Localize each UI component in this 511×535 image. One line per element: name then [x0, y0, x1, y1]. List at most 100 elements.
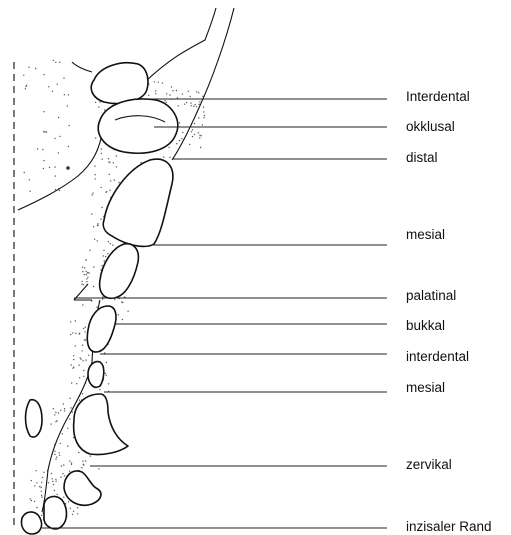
stipple-dot — [71, 382, 72, 383]
stipple-dot — [196, 91, 197, 92]
jaw-outer-contour-right — [172, 8, 234, 160]
stipple-dot — [75, 345, 76, 346]
stipple-dot — [59, 62, 60, 63]
stipple-dot — [70, 508, 71, 509]
stipple-dot — [41, 491, 42, 492]
stipple-dot — [42, 149, 43, 150]
stipple-dot — [82, 304, 83, 305]
stipple-dot — [82, 360, 83, 361]
stipple-dot — [41, 482, 42, 483]
stipple-dot — [54, 454, 55, 455]
stipple-dot — [108, 241, 109, 242]
stipple-dot — [54, 451, 55, 452]
stipple-dot — [86, 278, 87, 279]
stipple-dot — [54, 414, 55, 415]
stipple-dot — [188, 91, 189, 92]
stipple-dot — [105, 373, 106, 374]
stipple-dot — [86, 271, 87, 272]
stipple-dot — [89, 250, 90, 251]
stipple-dot — [171, 86, 172, 87]
stipple-dot — [82, 461, 83, 462]
canine-tooth — [87, 306, 116, 352]
label-palatinal: palatinal — [406, 288, 456, 303]
stipple-dot — [52, 481, 53, 482]
stipple-dot — [68, 501, 69, 502]
label-interdental-lower: interdental — [406, 349, 469, 364]
stipple-dot — [77, 507, 78, 508]
stipple-dot — [72, 368, 73, 369]
stipple-dot — [95, 137, 96, 138]
foramen-dot — [66, 166, 70, 170]
stipple-dot — [192, 129, 193, 130]
stipple-dot — [199, 137, 200, 138]
stipple-dot — [172, 90, 173, 91]
central-incisor-1 — [64, 471, 101, 505]
stipple-dot — [87, 272, 88, 273]
stipple-dot — [83, 284, 84, 285]
stipple-dot — [82, 345, 83, 346]
stipple-dot — [62, 433, 63, 434]
stipple-dot — [94, 174, 95, 175]
stipple-dot — [83, 376, 84, 377]
stipple-dot — [154, 81, 155, 82]
lateral-tooth-small — [88, 362, 104, 388]
stipple-dot — [58, 412, 59, 413]
stipple-dot — [70, 334, 71, 335]
stipple-dot — [25, 88, 26, 89]
stipple-dot — [106, 375, 107, 376]
stipple-dot — [58, 152, 59, 153]
stipple-dot — [103, 250, 104, 251]
stipple-dot — [194, 104, 195, 105]
stipple-dot — [91, 194, 92, 195]
stipple-dot — [186, 102, 187, 103]
stipple-dot — [177, 97, 178, 98]
stipple-dot — [71, 462, 72, 463]
stipple-dot — [29, 191, 30, 192]
stipple-dot — [57, 84, 58, 85]
stipple-dot — [114, 179, 115, 180]
stipple-dot — [55, 412, 56, 413]
stipple-dot — [84, 267, 85, 268]
stipple-dot — [86, 274, 87, 275]
stipple-dot — [99, 389, 100, 390]
stipple-dot — [203, 117, 204, 118]
stipple-dot — [106, 362, 107, 363]
stipple-dot — [72, 514, 73, 515]
stipple-dot — [88, 355, 89, 356]
stipple-dot — [102, 159, 103, 160]
stipple-dot — [75, 333, 76, 334]
stipple-dot — [69, 125, 70, 126]
stipple-dot — [110, 180, 111, 181]
stipple-dot — [51, 473, 52, 474]
stipple-dot — [84, 274, 85, 275]
stipple-dot — [70, 321, 71, 322]
label-bukkal: bukkal — [406, 318, 445, 333]
stipple-dot — [85, 259, 86, 260]
stipple-dot — [82, 267, 83, 268]
stipple-dot — [97, 240, 98, 241]
label-mesial-upper: mesial — [406, 227, 445, 242]
stipple-dot — [60, 443, 61, 444]
label-inzisaler-rand: inzisaler Rand — [406, 519, 492, 534]
stipple-dot — [41, 515, 42, 516]
stipple-dot — [96, 307, 97, 308]
stipple-dot — [193, 106, 194, 107]
stipple-dot — [55, 175, 56, 176]
stipple-dot — [166, 102, 167, 103]
stipple-dot — [51, 478, 52, 479]
stipple-dot — [95, 102, 96, 103]
stipple-dot — [67, 105, 68, 106]
stipple-dot — [198, 132, 199, 133]
stipple-dot — [37, 148, 38, 149]
jaw-inner-contour — [72, 62, 92, 72]
stipple-dot — [199, 101, 200, 102]
stipple-dot — [127, 311, 128, 312]
stipple-dot — [43, 160, 44, 161]
stipple-dot — [58, 117, 59, 118]
stipple-dot — [179, 122, 180, 123]
stipple-dot — [196, 106, 197, 107]
stipple-dot — [72, 332, 73, 333]
stipple-dot — [90, 455, 91, 456]
stipple-dot — [53, 60, 54, 61]
stipple-dot — [184, 104, 185, 105]
